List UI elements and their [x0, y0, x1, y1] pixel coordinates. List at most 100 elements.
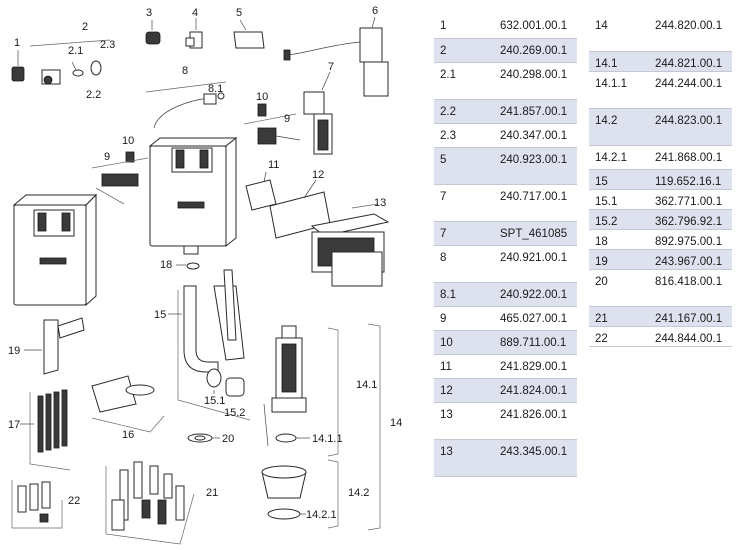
- article-number: 241.826.00.1: [494, 402, 577, 440]
- part-22-clips: [11, 480, 63, 529]
- callout-label: 21: [206, 487, 218, 499]
- callout-label: 14.2: [348, 487, 369, 499]
- position-number: 7: [434, 184, 494, 222]
- position-number: 14.2.1: [589, 145, 649, 170]
- callout-label: 14.1.1: [312, 433, 343, 445]
- part-14-flush-valve: [261, 323, 381, 531]
- cistern-center: [148, 136, 238, 255]
- position-number: 15.1: [589, 189, 649, 210]
- article-number: 240.347.00.1: [494, 123, 577, 148]
- article-number: 119.652.16.1: [649, 169, 732, 190]
- article-number: 465.027.00.1: [494, 306, 577, 331]
- part-15-1-15-2: [206, 368, 245, 397]
- article-number: 240.269.00.1: [494, 38, 577, 63]
- position-number: 14.1.1: [589, 71, 649, 109]
- position-number: 22: [589, 326, 649, 347]
- article-number: 241.868.00.1: [649, 145, 732, 170]
- part-13-box: [310, 203, 390, 287]
- callout-label: 2: [82, 21, 88, 33]
- position-number: 8.1: [434, 282, 494, 307]
- position-number: 5: [434, 147, 494, 185]
- article-number: 240.922.00.1: [494, 282, 577, 307]
- article-number: 244.823.00.1: [649, 108, 732, 146]
- part-5-bracket: [233, 19, 265, 49]
- callout-label: 2.2: [86, 89, 101, 101]
- callout-label: 8: [182, 65, 188, 77]
- position-number: 8: [434, 245, 494, 283]
- position-number: 2.1: [434, 62, 494, 100]
- part-1-nut: [11, 50, 25, 82]
- article-number: 889.711.00.1: [494, 330, 577, 355]
- position-number: 15.2: [589, 209, 649, 230]
- callout-label: 11: [268, 159, 279, 171]
- position-number: 2.3: [434, 123, 494, 148]
- position-number: 18: [589, 229, 649, 250]
- article-number: 243.345.00.1: [494, 439, 577, 477]
- article-number: SPT_461085: [494, 221, 577, 246]
- callout-label: 17: [8, 419, 20, 431]
- part-21-clips: [105, 461, 195, 545]
- article-number: 241.824.00.1: [494, 378, 577, 403]
- article-number: 240.298.00.1: [494, 62, 577, 100]
- part-2-valve: [29, 39, 111, 85]
- part-6-fill-valve: [283, 16, 389, 97]
- callout-label: 5: [236, 7, 242, 19]
- part-3-fitting: [145, 20, 161, 45]
- article-number: 244.244.00.1: [649, 71, 732, 109]
- article-number: 241.829.00.1: [494, 354, 577, 379]
- part-9-10-upper: [243, 103, 301, 145]
- article-number: 240.717.00.1: [494, 184, 577, 222]
- article-number: 892.975.00.1: [649, 229, 732, 250]
- callout-label: 10: [122, 135, 134, 147]
- position-number: 15: [589, 169, 649, 190]
- callout-label: 12: [312, 169, 324, 181]
- position-number: 12: [434, 378, 494, 403]
- callout-label: 9: [104, 151, 110, 163]
- callout-label: 7: [328, 61, 334, 73]
- part-11-bracket: [245, 171, 277, 211]
- position-number: 14.2: [589, 108, 649, 146]
- article-number: 244.844.00.1: [649, 326, 732, 347]
- callout-label: 9: [284, 113, 290, 125]
- position-number: 14: [589, 14, 649, 52]
- position-number: 20: [589, 269, 649, 307]
- callout-label: 18: [160, 259, 172, 271]
- article-number: 244.821.00.1: [649, 51, 732, 72]
- position-number: 19: [589, 249, 649, 270]
- callout-label: 19: [8, 345, 20, 357]
- callout-label: 4: [192, 7, 198, 19]
- callout-label: 15.1: [204, 395, 225, 407]
- position-number: 7: [434, 221, 494, 246]
- position-number: 10: [434, 330, 494, 355]
- callout-label: 13: [374, 197, 386, 209]
- article-number: 240.921.00.1: [494, 245, 577, 283]
- callout-label: 22: [68, 495, 80, 507]
- callout-label: 1: [14, 37, 20, 49]
- callout-label: 3: [146, 7, 152, 19]
- part-19-elbow: [24, 317, 85, 375]
- article-number: 240.923.00.1: [494, 147, 577, 185]
- position-number: 21: [589, 306, 649, 327]
